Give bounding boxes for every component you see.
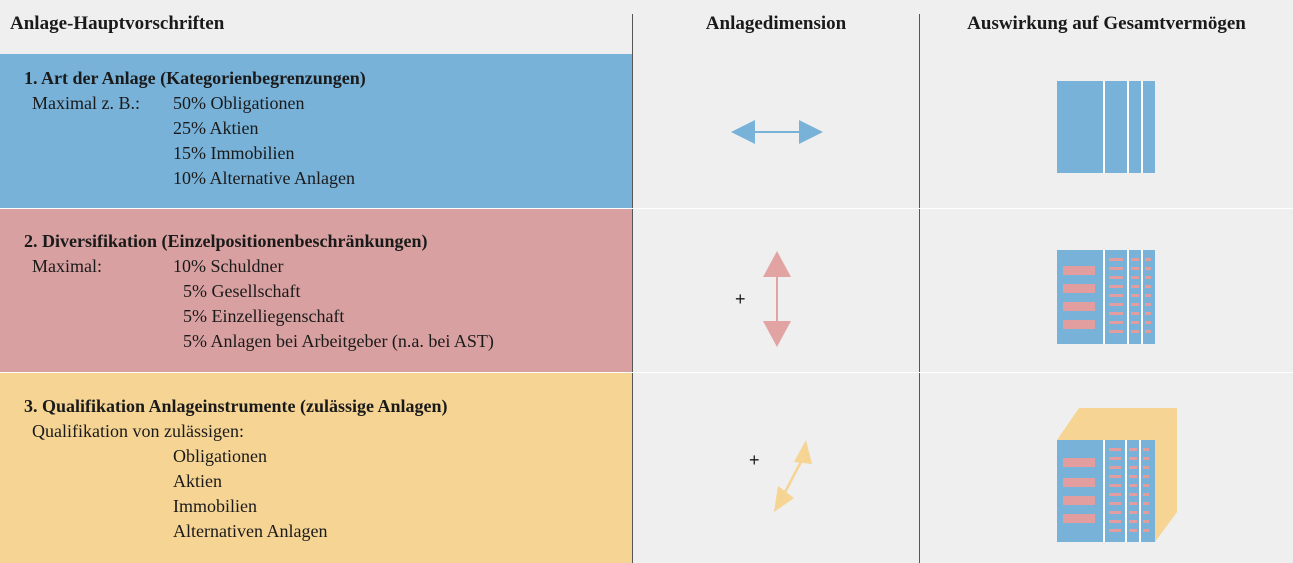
rule-label: Maximal z. B.: [32,93,140,113]
rule-item: 50% Obligationen [173,93,305,113]
rule-item: 10% Schuldner [173,256,284,276]
rule-item: Immobilien [173,496,257,516]
rule-item: 5% Gesellschaft [183,281,301,301]
column-header-dimension: Anlagedimension [705,13,847,34]
rule-item: 15% Immobilien [173,143,295,163]
column-divider [632,14,633,563]
rule-item: 10% Alternative Anlagen [173,168,355,188]
diagonal-double-arrow-icon [774,440,812,512]
bars-with-stripes-icon [1057,250,1155,344]
column-header-rules: Anlage-Hauptvorschriften [10,13,225,34]
rule-item: 5% Einzelliegenschaft [183,306,345,326]
rule-item: 5% Anlagen bei Arbeitgeber (n.a. bei AST… [183,331,494,351]
rule-label: Maximal: [32,256,102,276]
rule-item: Obligationen [173,446,267,466]
rule-title: 2. Diversifikation (Einzelpositionenbesc… [24,231,428,251]
horizontal-double-arrow-icon [731,120,823,144]
rule-item: Alternativen Anlagen [173,521,328,541]
plus-sign: + [749,450,760,470]
rule-label: Qualifikation von zulässigen: [32,421,244,441]
plus-sign: + [735,289,746,309]
row-divider [0,372,1293,373]
column-divider [919,14,920,563]
rule-item: Aktien [173,471,222,491]
rule-title: 3. Qualifikation Anlageinstrumente (zulä… [24,396,448,416]
vertical-double-arrow-icon [763,251,791,347]
vertical-bars-icon [1057,81,1155,173]
rule-box-category-limits: 1. Art der Anlage (Kategorienbegrenzunge… [0,54,632,208]
rule-item: 25% Aktien [173,118,259,138]
cube-icon [1057,408,1177,542]
rule-title: 1. Art der Anlage (Kategorienbegrenzunge… [24,68,366,88]
column-header-effect: Auswirkung auf Gesamtvermögen [967,13,1246,34]
rule-box-diversification: 2. Diversifikation (Einzelpositionenbesc… [0,209,632,372]
row-divider [0,208,1293,209]
rule-box-qualification: 3. Qualifikation Anlageinstrumente (zulä… [0,373,632,563]
